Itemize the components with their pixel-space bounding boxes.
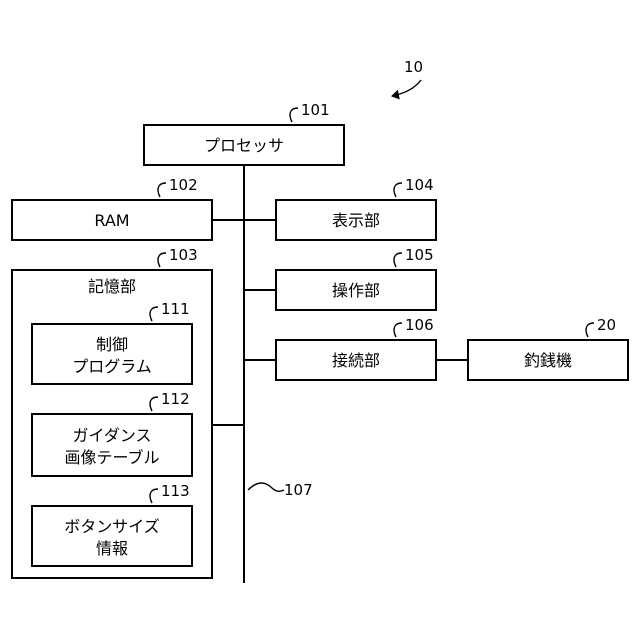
processor-block: プロセッサ 101 <box>144 101 344 165</box>
ram-ref-leader <box>158 183 166 197</box>
display-ref-label: 104 <box>405 176 434 194</box>
operation-label: 操作部 <box>332 281 380 300</box>
operation-ref-leader <box>394 253 402 267</box>
guidance-table-ref-label: 112 <box>161 390 190 408</box>
button-size-ref-label: 113 <box>161 482 190 500</box>
button-size-label-line2: 情報 <box>96 539 128 558</box>
change-machine-block: 釣銭機 20 <box>468 316 628 380</box>
processor-ref-label: 101 <box>301 101 330 119</box>
display-ref-leader <box>394 183 402 197</box>
guidance-table-label-line1: ガイダンス <box>72 426 151 445</box>
processor-label: プロセッサ <box>204 136 284 155</box>
system-ref-arrow <box>392 80 421 96</box>
operation-ref-label: 105 <box>405 246 434 264</box>
ram-label: RAM <box>94 211 129 230</box>
storage-label: 記憶部 <box>88 277 136 296</box>
control-program-label-line2: プログラム <box>72 357 152 376</box>
processor-ref-leader <box>290 108 298 122</box>
display-label: 表示部 <box>332 211 380 230</box>
control-program-ref-label: 111 <box>161 300 190 318</box>
change-machine-ref-leader <box>586 323 594 337</box>
guidance-table-label-line2: 画像テーブル <box>64 448 159 467</box>
ram-block: RAM 102 <box>12 176 212 240</box>
connection-block: 接続部 106 <box>276 316 436 380</box>
connection-ref-leader <box>394 323 402 337</box>
control-program-label-line1: 制御 <box>96 335 128 354</box>
storage-ref-label: 103 <box>169 246 198 264</box>
bus-ref-leader <box>248 483 284 491</box>
connection-ref-label: 106 <box>405 316 434 334</box>
change-machine-ref-label: 20 <box>597 316 616 334</box>
display-block: 表示部 104 <box>276 176 436 240</box>
operation-block: 操作部 105 <box>276 246 436 310</box>
change-machine-label: 釣銭機 <box>524 351 572 370</box>
connection-label: 接続部 <box>332 351 380 370</box>
system-ref-label: 10 <box>404 58 423 76</box>
storage-block: 記憶部 103 制御 プログラム 111 ガイダンス 画像テーブル 112 ボタ… <box>12 246 212 578</box>
storage-ref-leader <box>158 253 166 267</box>
bus-ref-label: 107 <box>284 481 313 499</box>
button-size-label-line1: ボタンサイズ <box>64 517 160 536</box>
ram-ref-label: 102 <box>169 176 198 194</box>
